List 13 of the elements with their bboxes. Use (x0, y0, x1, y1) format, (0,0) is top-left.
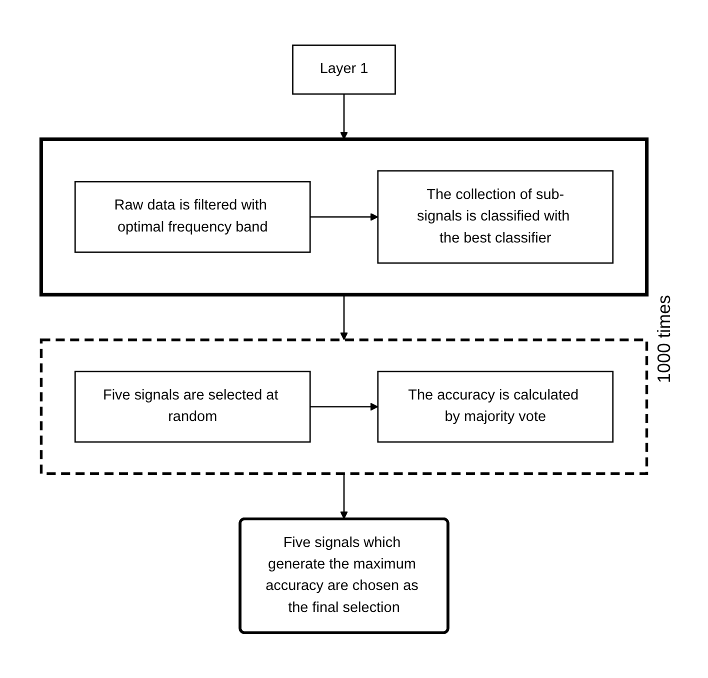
arrow (340, 474, 348, 520)
cluster (39, 338, 648, 475)
node-box: Five signals are selected at random (74, 370, 310, 443)
node-box: Layer 1 (292, 44, 396, 95)
arrow (310, 213, 378, 221)
node-box: The collection of sub-signals is classified with the best classifier (376, 170, 614, 264)
repeat-count-label: 1000 times (654, 294, 674, 384)
node-box: Raw data is filtered with optimal frequency band (74, 181, 310, 253)
arrow (340, 94, 348, 140)
arrow (340, 294, 348, 340)
node-box: The accuracy is calculated by majority vote (376, 370, 614, 443)
arrow (310, 402, 378, 411)
cluster (38, 137, 648, 297)
